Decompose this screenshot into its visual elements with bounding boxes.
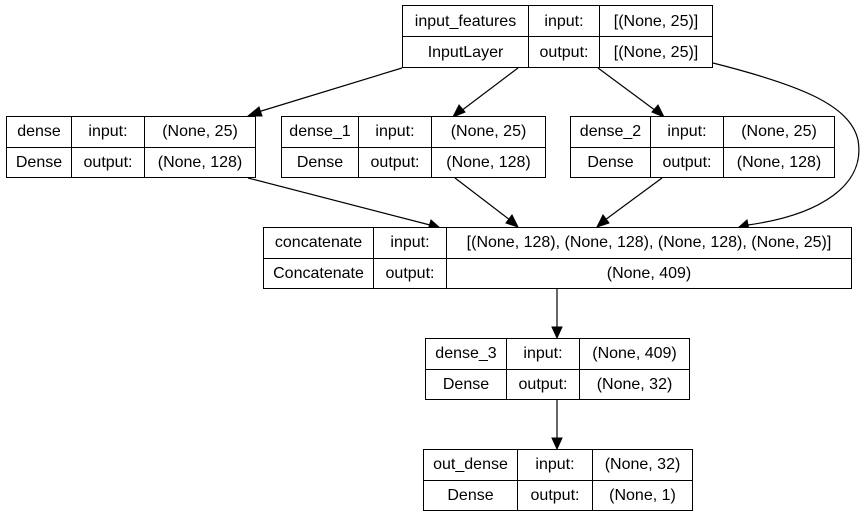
edge-dense-3-to-out-dense — [551, 400, 563, 451]
node-type: Dense — [423, 479, 518, 511]
input-label: input: — [528, 5, 600, 37]
output-shape: [(None, 25)] — [599, 36, 713, 68]
input-shape: [(None, 25)] — [599, 5, 713, 37]
node-dense-2[interactable]: dense_2 input: (None, 25) Dense output: … — [570, 116, 835, 178]
node-name: dense_1 — [281, 116, 359, 148]
input-shape: (None, 25) — [144, 116, 256, 148]
output-shape: (None, 1) — [592, 479, 693, 511]
node-type: Dense — [6, 146, 72, 178]
node-type: Dense — [570, 146, 651, 178]
node-dense-1[interactable]: dense_1 input: (None, 25) Dense output: … — [281, 116, 546, 178]
node-dense[interactable]: dense input: (None, 25) Dense output: (N… — [6, 116, 256, 178]
output-label: output: — [71, 146, 145, 178]
output-label: output: — [528, 36, 600, 68]
input-shape: (None, 25) — [431, 116, 546, 148]
node-type: Dense — [281, 146, 359, 178]
output-label: output: — [506, 368, 580, 400]
input-label: input: — [373, 227, 447, 259]
input-label: input: — [517, 449, 593, 481]
node-type: InputLayer — [402, 36, 529, 68]
output-label: output: — [373, 257, 447, 289]
node-name: dense_3 — [425, 338, 507, 370]
output-label: output: — [517, 479, 593, 511]
output-label: output: — [358, 146, 432, 178]
input-label: input: — [358, 116, 432, 148]
edge-dense-to-concatenate — [247, 177, 442, 231]
edge-concatenate-to-dense-3 — [551, 289, 563, 340]
edge-input-features-to-dense-2 — [597, 67, 666, 118]
input-label: input: — [650, 116, 724, 148]
input-shape: [(None, 128), (None, 128), (None, 128), … — [446, 227, 852, 259]
node-name: dense_2 — [570, 116, 651, 148]
node-concatenate[interactable]: concatenate input: [(None, 128), (None, … — [263, 227, 852, 289]
output-shape: (None, 32) — [579, 368, 690, 400]
output-shape: (None, 128) — [144, 146, 256, 178]
output-label: output: — [650, 146, 724, 178]
node-type: Dense — [425, 368, 507, 400]
node-name: out_dense — [423, 449, 518, 481]
output-shape: (None, 128) — [431, 146, 546, 178]
input-label: input: — [506, 338, 580, 370]
node-name: dense — [6, 116, 72, 148]
node-type: Concatenate — [263, 257, 374, 289]
node-input-features[interactable]: input_features input: [(None, 25)] Input… — [402, 5, 713, 68]
edge-input-features-to-dense-1 — [451, 67, 519, 118]
edge-dense-1-to-concatenate — [454, 177, 519, 228]
edge-dense-2-to-concatenate — [596, 177, 663, 228]
node-dense-3[interactable]: dense_3 input: (None, 409) Dense output:… — [425, 338, 690, 400]
edge-input-features-to-dense — [246, 67, 403, 117]
node-out-dense[interactable]: out_dense input: (None, 32) Dense output… — [423, 449, 693, 511]
input-label: input: — [71, 116, 145, 148]
input-shape: (None, 409) — [579, 338, 690, 370]
node-name: concatenate — [263, 227, 374, 259]
input-shape: (None, 32) — [592, 449, 693, 481]
node-name: input_features — [402, 5, 529, 37]
output-shape: (None, 409) — [446, 257, 852, 289]
output-shape: (None, 128) — [723, 146, 835, 178]
input-shape: (None, 25) — [723, 116, 835, 148]
